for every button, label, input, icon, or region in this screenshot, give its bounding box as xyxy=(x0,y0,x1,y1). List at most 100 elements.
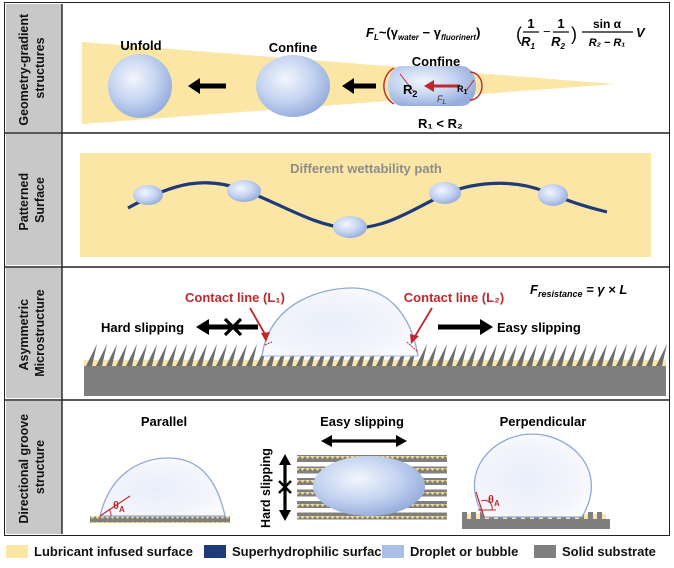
groove-ridge xyxy=(480,512,485,520)
spike xyxy=(536,344,547,366)
legend-label: Superhydrophilic surface xyxy=(232,544,389,559)
spike xyxy=(456,344,467,366)
spike xyxy=(586,344,597,366)
spike xyxy=(556,344,567,366)
figure-frame xyxy=(4,2,670,536)
r1-radius-line xyxy=(465,79,475,92)
svg-text:1: 1 xyxy=(527,16,534,31)
r2-radius-line xyxy=(399,73,415,93)
svg-text:): ) xyxy=(571,24,577,44)
spike xyxy=(96,344,107,366)
groove-lubricant xyxy=(584,514,588,519)
legend-item-lubricant: Lubricant infused surface xyxy=(6,544,193,559)
panel-label-3: Asymmetric Microstructure xyxy=(17,289,47,377)
legend-item-droplet: Droplet or bubble xyxy=(382,544,518,559)
label-easy-slipping-4: Easy slipping xyxy=(320,414,404,429)
panel-borders xyxy=(5,4,669,534)
label-hard-slipping-4: Hard slipping xyxy=(259,448,273,528)
groove-droplet xyxy=(313,456,425,516)
spike xyxy=(226,344,237,366)
svg-text:FL~(γwater − γfluorinert): FL~(γwater − γfluorinert) xyxy=(366,25,480,42)
legend-label: Droplet or bubble xyxy=(410,544,519,559)
easy-slipping-arrow-left xyxy=(321,435,332,447)
label-fl: FL xyxy=(437,94,447,106)
r1-curvature xyxy=(469,71,483,101)
panel-geometry-gradient: Unfold Confine Confine R2 R1 FL R₁ < R₂ … xyxy=(82,16,646,131)
lubricant-layer xyxy=(84,360,666,368)
spike xyxy=(626,344,637,366)
contact-mark-l2 xyxy=(406,341,419,353)
groove-ridge xyxy=(597,512,602,520)
groove-lubricant xyxy=(593,514,597,519)
hard-slipping-arrow-up xyxy=(279,454,291,465)
spike xyxy=(246,344,257,366)
droplet-1 xyxy=(133,185,163,205)
spike xyxy=(476,344,487,366)
spike xyxy=(596,344,607,366)
droplet-5 xyxy=(538,184,568,206)
droplet-3 xyxy=(333,216,367,238)
svg-text:(: ( xyxy=(516,24,522,44)
spike xyxy=(496,344,507,366)
panel-directional-groove: Parallel Easy slipping Perpendicular θA … xyxy=(90,414,610,529)
substrate-base xyxy=(462,519,610,529)
spike xyxy=(616,344,627,366)
contact-mark-l1 xyxy=(264,341,273,346)
hard-slipping-arrow-down xyxy=(279,510,291,521)
easy-slipping-arrow-right xyxy=(396,435,407,447)
arrow-hard-slipping-head xyxy=(196,319,209,335)
droplet-confine-mid xyxy=(256,55,330,117)
spike xyxy=(136,344,147,366)
spike xyxy=(436,344,447,366)
legend-swatch xyxy=(382,545,404,558)
pointer-l1 xyxy=(249,307,267,337)
spike xyxy=(466,344,477,366)
panel-asymmetric-microstructure: Contact line (L₁) Contact line (L₂) Hard… xyxy=(84,282,667,396)
spike xyxy=(156,344,167,366)
spike xyxy=(416,344,427,366)
label-confine-mid: Confine xyxy=(269,40,317,55)
spike xyxy=(126,344,137,366)
svg-text:V: V xyxy=(636,25,646,40)
groove-ridge xyxy=(471,512,476,520)
spike xyxy=(486,344,497,366)
droplet-4 xyxy=(429,182,461,204)
spike xyxy=(566,344,577,366)
arrow-to-confine-head xyxy=(342,78,354,94)
label-wettability-path: Different wettability path xyxy=(290,161,442,176)
label-unfold: Unfold xyxy=(120,38,161,53)
spike xyxy=(236,344,247,366)
spike xyxy=(526,344,537,366)
groove-lubricant xyxy=(467,514,471,519)
spike xyxy=(576,344,587,366)
perpendicular-tangent xyxy=(475,491,485,518)
legend-swatch xyxy=(6,545,28,558)
label-force-formula: Fresistance = γ × L xyxy=(530,282,627,299)
panel-label-4: Directional groove structure xyxy=(17,410,47,523)
arrow-to-unfold-head xyxy=(188,78,200,94)
spike xyxy=(656,344,667,366)
diagram-canvas: Geometry-gradient structures Patterned S… xyxy=(5,4,669,534)
spike xyxy=(426,344,437,366)
spike xyxy=(166,344,177,366)
arrow-easy-slipping-head xyxy=(480,319,493,335)
spike xyxy=(446,344,457,366)
droplet-unfold xyxy=(108,54,172,118)
cross-icon xyxy=(223,317,243,337)
spike xyxy=(86,344,97,366)
groove-ridge xyxy=(588,512,593,520)
label-easy-slipping: Easy slipping xyxy=(497,320,581,335)
panel-label-2: Patterned Surface xyxy=(17,169,47,230)
pointer-l1-head xyxy=(261,332,270,342)
spike xyxy=(646,344,657,366)
label-confine-right: Confine xyxy=(412,54,460,69)
legend-label: Lubricant infused surface xyxy=(34,544,193,559)
groove-lubricant xyxy=(602,514,606,519)
svg-text:R1: R1 xyxy=(521,34,535,51)
hard-slipping-cross-icon xyxy=(278,480,292,494)
spike xyxy=(516,344,527,366)
legend-item-superhydrophilic: Superhydrophilic surface xyxy=(204,544,389,559)
label-r1: R1 xyxy=(457,84,468,96)
svg-text:sin α: sin α xyxy=(593,17,622,31)
